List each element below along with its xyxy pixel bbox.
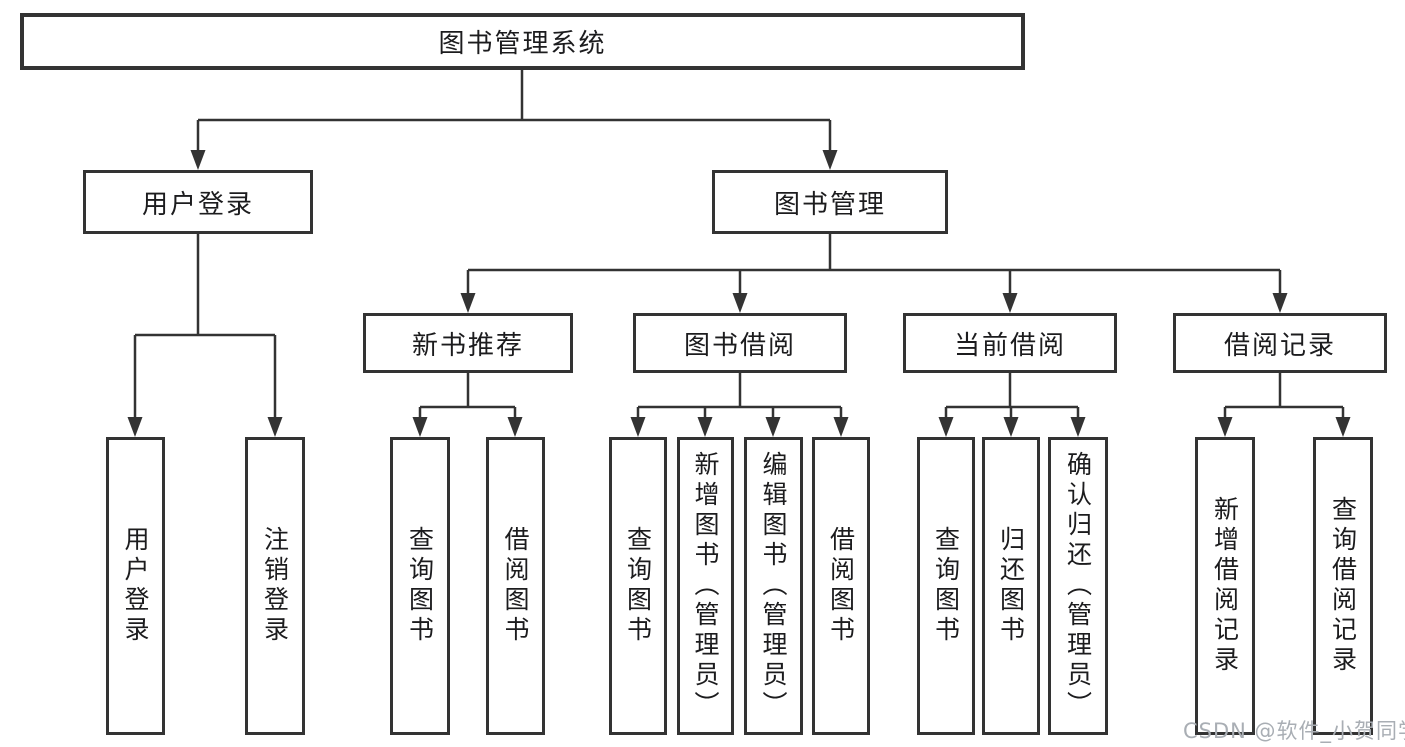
leaf-logout: 注销登录 <box>245 437 305 735</box>
leaf-borrow-books: 借阅图书 <box>812 437 870 735</box>
node-user-login: 用户登录 <box>83 170 313 234</box>
node-borrow-records: 借阅记录 <box>1173 313 1387 373</box>
leaf-query-books-recommend: 查询图书 <box>390 437 450 735</box>
edges-new-book-recommend-to-leaves <box>412 373 523 437</box>
node-label: 查询借阅记录 <box>1328 496 1358 676</box>
node-book-management: 图书管理 <box>712 170 948 234</box>
node-label: 图书管理系统 <box>438 29 607 59</box>
edges-book-borrowing-to-leaves <box>630 373 849 437</box>
node-label: 借阅记录 <box>1223 330 1336 361</box>
node-label: 新书推荐 <box>411 330 524 361</box>
node-label: 新增图书（管理员） <box>691 451 720 721</box>
node-label: 借阅图书 <box>501 526 530 646</box>
edges-borrow-records-to-leaves <box>1217 373 1351 437</box>
edges-book-management-to-level3 <box>460 234 1288 313</box>
node-label: 查询图书 <box>623 526 653 646</box>
leaf-return-books: 归还图书 <box>982 437 1040 735</box>
leaf-add-books-admin: 新增图书（管理员） <box>677 437 734 735</box>
leaf-edit-books-admin: 编辑图书（管理员） <box>744 437 803 735</box>
node-label: 用户登录 <box>141 189 254 220</box>
node-label: 借阅图书 <box>826 526 856 646</box>
leaf-user-login: 用户登录 <box>106 437 165 735</box>
node-library-management-system: 图书管理系统 <box>20 13 1025 70</box>
leaf-query-books-borrowing: 查询图书 <box>609 437 667 735</box>
leaf-add-borrow-record: 新增借阅记录 <box>1195 437 1255 735</box>
edges-root-to-level2 <box>190 70 838 170</box>
node-new-book-recommend: 新书推荐 <box>363 313 573 373</box>
node-label: 查询图书 <box>931 526 961 646</box>
node-book-borrowing: 图书借阅 <box>633 313 847 373</box>
leaf-query-books-current: 查询图书 <box>917 437 975 735</box>
node-label: 图书管理 <box>773 189 886 220</box>
node-label: 注销登录 <box>260 526 290 646</box>
node-label: 新增借阅记录 <box>1210 496 1240 676</box>
node-label: 归还图书 <box>996 526 1026 646</box>
edges-user-login-to-leaves <box>127 234 283 437</box>
node-label: 用户登录 <box>121 526 150 646</box>
edges-current-borrowing-to-leaves <box>938 373 1086 437</box>
node-current-borrowing: 当前借阅 <box>903 313 1117 373</box>
node-label: 查询图书 <box>405 526 435 646</box>
node-label: 图书借阅 <box>683 330 796 361</box>
node-label: 当前借阅 <box>953 330 1066 361</box>
leaf-borrow-books-recommend: 借阅图书 <box>486 437 545 735</box>
node-label: 确认归还（管理员） <box>1063 451 1093 721</box>
leaf-query-borrow-record: 查询借阅记录 <box>1313 437 1373 735</box>
node-label: 编辑图书（管理员） <box>759 451 788 721</box>
leaf-confirm-return-admin: 确认归还（管理员） <box>1048 437 1108 735</box>
csdn-watermark: CSDN @软件_小贺同学 <box>1183 719 1405 743</box>
